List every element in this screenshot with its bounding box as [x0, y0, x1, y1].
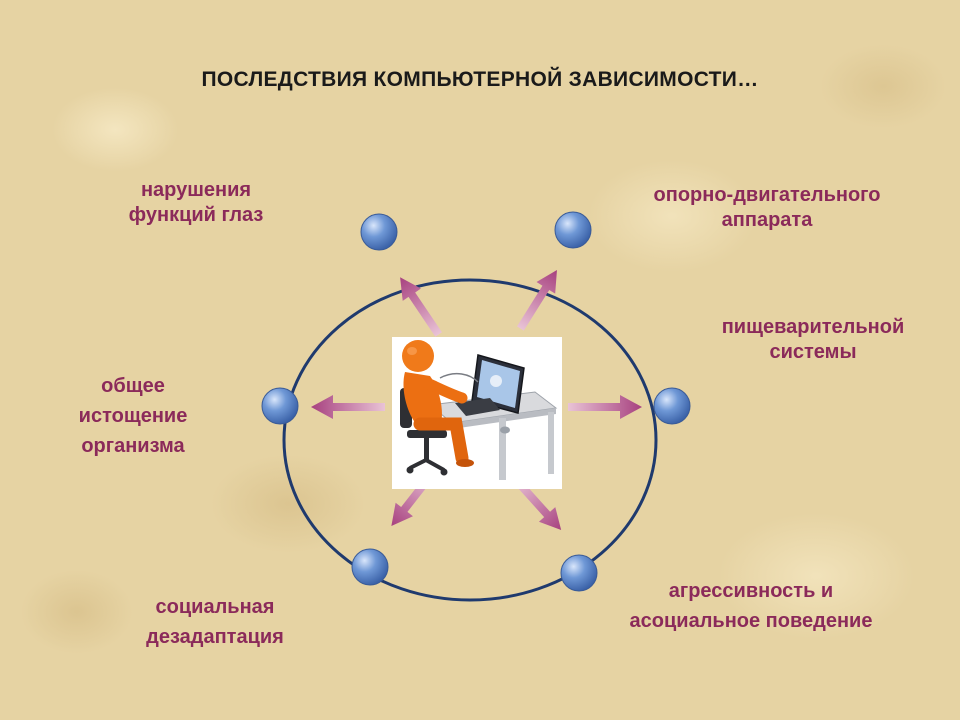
label-line: нарушения: [140, 179, 252, 201]
label-line: пищеварительной: [721, 316, 905, 338]
label-digestive: пищеварительной системы: [688, 315, 938, 365]
arrow-musculoskeletal: [517, 270, 557, 331]
label-line: дезадаптация: [146, 626, 284, 648]
label-eyes: нарушения функций глаз: [96, 178, 296, 228]
label-musculoskeletal: опорно-двигательного аппарата: [612, 183, 922, 233]
label-line: агрессивность и: [668, 580, 834, 602]
consequence-ring: [282, 278, 658, 602]
label-line: асоциальное поведение: [629, 610, 873, 632]
arrow-eyes: [400, 277, 442, 337]
label-line: общее: [101, 375, 165, 397]
node-musculoskeletal: [554, 211, 592, 249]
label-line: организма: [81, 435, 185, 457]
label-line: социальная: [155, 596, 275, 618]
page-title: ПОСЛЕДСТВИЯ КОМПЬЮТЕРНОЙ ЗАВИСИМОСТИ…: [201, 68, 759, 91]
label-social: социальная дезадаптация: [110, 592, 320, 652]
arrow-exhaustion: [311, 395, 385, 419]
label-line: системы: [769, 341, 857, 363]
label-line: опорно-двигательного: [653, 184, 881, 206]
node-aggression: [560, 554, 598, 592]
arrow-aggression: [512, 476, 562, 531]
label-line: функций глаз: [128, 204, 264, 226]
label-exhaustion: общее истощение организма: [58, 371, 208, 461]
label-aggression: агрессивность и асоциальное поведение: [586, 576, 916, 636]
node-exhaustion: [261, 387, 299, 425]
label-line: аппарата: [721, 209, 813, 231]
label-line: истощение: [78, 405, 188, 427]
node-social: [351, 548, 389, 586]
node-eyes: [360, 213, 398, 251]
person-at-computer-icon: [392, 337, 562, 489]
arrow-digestive: [568, 395, 642, 419]
node-digestive: [653, 387, 691, 425]
